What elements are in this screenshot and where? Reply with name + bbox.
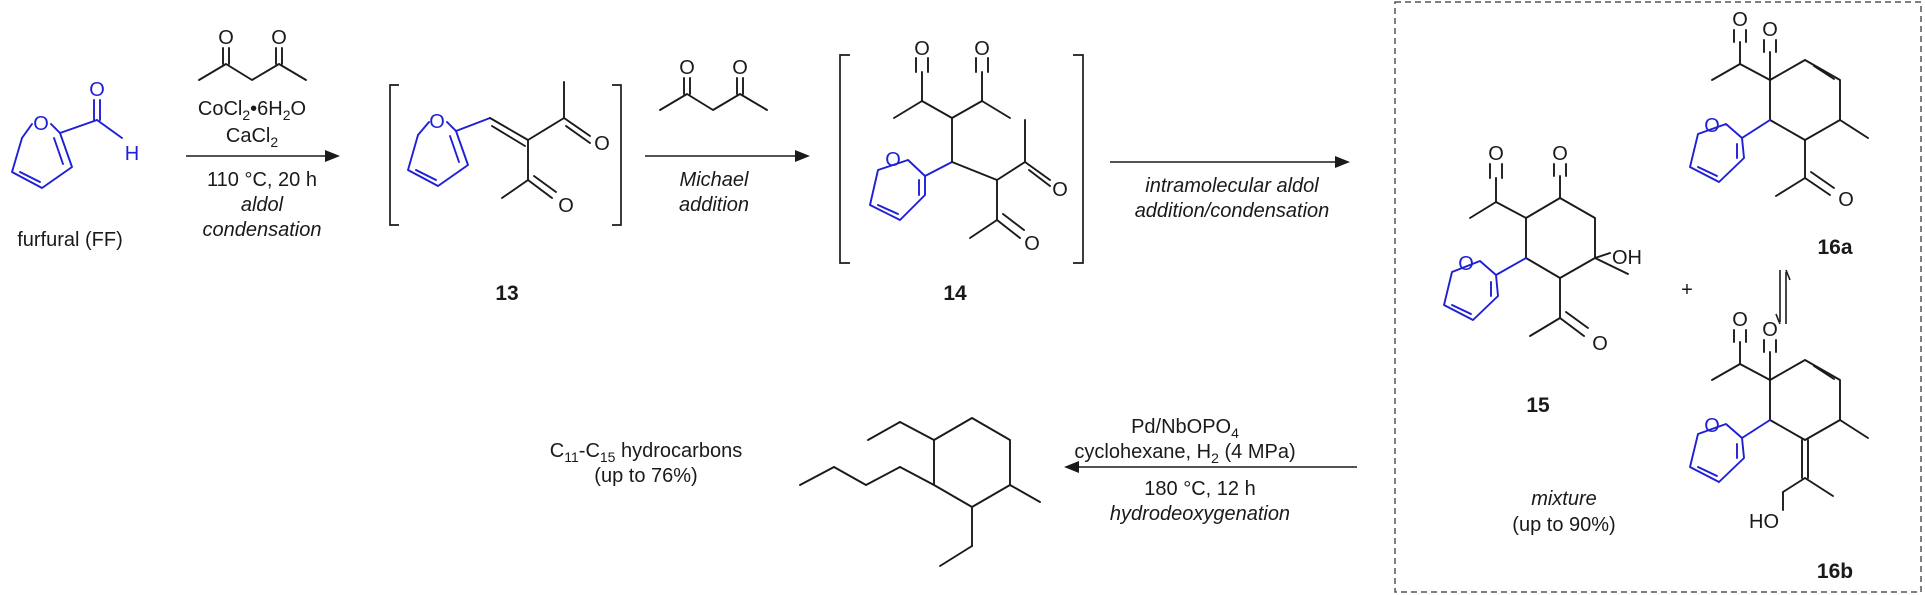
acac1-oxygen-b: O (271, 27, 287, 49)
compound-16a-label: 16a (1817, 236, 1852, 259)
step1-catalyst-cacl2: CaCl2 (226, 125, 278, 150)
hydrocarbon-structure (799, 417, 1041, 567)
step1-name-line1: aldol (241, 194, 284, 216)
compound-16b-label: 16b (1817, 560, 1853, 583)
c16b-furan-oxygen: O (1704, 415, 1720, 437)
compound-13-structure: O O O (389, 81, 622, 226)
step2-arrow (645, 150, 810, 162)
furfural-label: furfural (FF) (17, 229, 123, 251)
step2-name-line1: Michael (680, 169, 749, 191)
c13-ketone-oxygen-a: O (594, 133, 610, 155)
step1-name-line2: condensation (203, 219, 322, 241)
furfural-aldehyde-hydrogen: H (125, 143, 139, 165)
c16b-enol-hydroxyl: HO (1749, 511, 1779, 533)
c15-hydroxyl: OH (1612, 247, 1642, 269)
c16b-acetyl-oxygen: O (1732, 309, 1748, 331)
c14-oxygen-a: O (914, 38, 930, 60)
c14-oxygen-d: O (1024, 233, 1040, 255)
mixture-label: mixture (1531, 488, 1597, 510)
c16a-acetyl-oxygen-a: O (1732, 9, 1748, 31)
step1-arrow (186, 150, 340, 162)
step4-name: hydrodeoxygenation (1110, 503, 1290, 525)
compound-14-structure: O O O O O (839, 38, 1084, 264)
step1-conditions: 110 °C, 20 h (207, 169, 317, 191)
c15-furan-oxygen: O (1458, 253, 1474, 275)
furfural-ring-oxygen: O (33, 113, 49, 135)
acetylacetone-reagent-1: O O (198, 27, 307, 81)
compound-13-label: 13 (495, 282, 518, 305)
hydrocarbon-label: C11-C15 hydrocarbons (550, 440, 742, 465)
c15-acetyl-oxygen-a: O (1488, 143, 1504, 165)
c15-ring-ketone-oxygen: O (1552, 143, 1568, 165)
step4-arrow (1064, 461, 1357, 473)
c14-oxygen-c: O (1052, 179, 1068, 201)
c16a-acetyl-oxygen-b: O (1838, 189, 1854, 211)
furfural-aldehyde-oxygen: O (89, 79, 105, 101)
mixture-yield: (up to 90%) (1512, 514, 1615, 536)
acac2-oxygen-a: O (679, 57, 695, 79)
step4-conditions: 180 °C, 12 h (1144, 478, 1255, 500)
hydrocarbon-yield: (up to 76%) (594, 465, 697, 487)
acac2-oxygen-b: O (732, 57, 748, 79)
c14-furan-oxygen: O (885, 149, 901, 171)
step4-catalyst: Pd/NbOPO4 (1131, 416, 1239, 441)
step2-name-line2: addition (679, 194, 749, 216)
c16b-ring-ketone-oxygen: O (1762, 319, 1778, 341)
step3-arrow (1110, 156, 1350, 168)
step3-name-line2: addition/condensation (1135, 200, 1330, 222)
c14-oxygen-b: O (974, 38, 990, 60)
c16a-ring-ketone-oxygen: O (1762, 19, 1778, 41)
furfural-structure: O O H (11, 79, 139, 189)
compound-15-structure: O O OH O O (1443, 143, 1642, 355)
compound-15-label: 15 (1526, 394, 1550, 417)
c13-furan-oxygen: O (429, 111, 445, 133)
step4-solvent: cyclohexane, H2 (4 MPa) (1074, 441, 1295, 466)
plus-sign: + (1681, 279, 1693, 301)
compound-16a-structure: O O O O (1689, 9, 1869, 211)
compound-14-label: 14 (943, 282, 967, 305)
acac1-oxygen-a: O (218, 27, 234, 49)
acetylacetone-reagent-2: O O (659, 57, 768, 111)
c15-acetyl-oxygen-b: O (1592, 333, 1608, 355)
step3-name-line1: intramolecular aldol (1145, 175, 1319, 197)
compound-16b-structure: O O O HO (1689, 309, 1869, 533)
c16a-furan-oxygen: O (1704, 115, 1720, 137)
step1-catalyst-cocl2: CoCl2•6H2O (198, 98, 306, 123)
equilibrium-arrows (1775, 269, 1791, 325)
c13-ketone-oxygen-b: O (558, 195, 574, 217)
product-mixture-box (1394, 1, 1922, 593)
